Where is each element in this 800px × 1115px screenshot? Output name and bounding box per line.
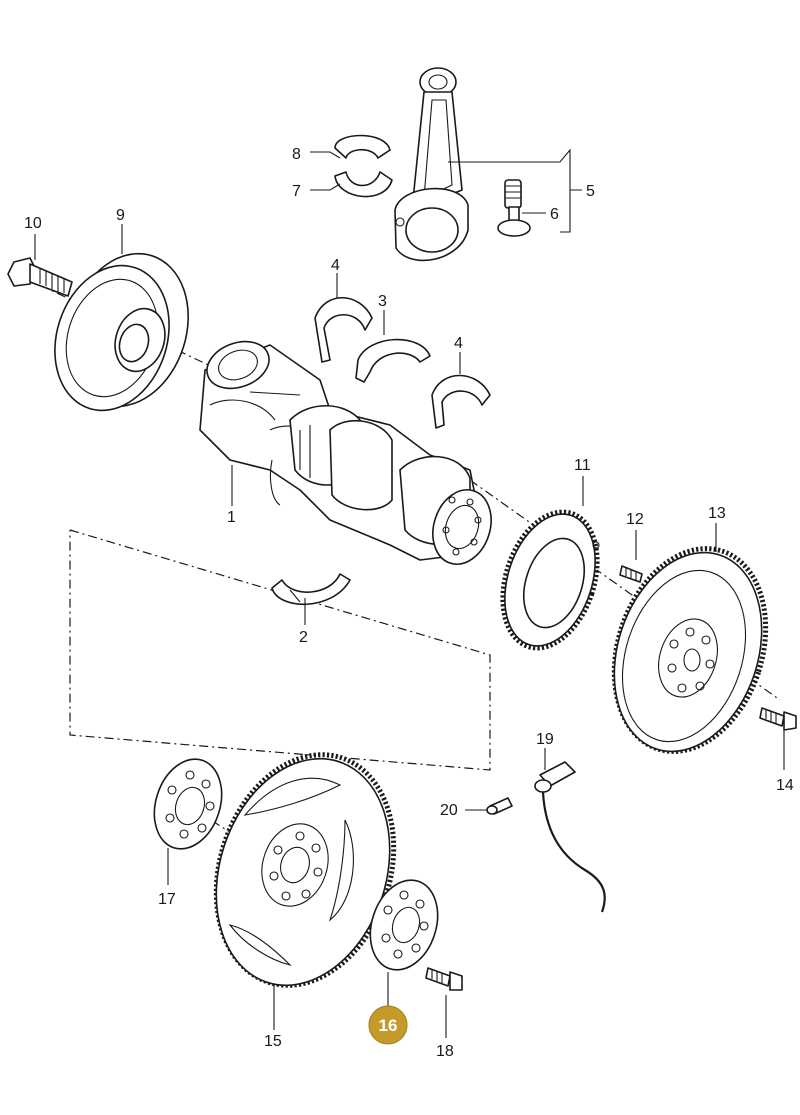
callout-9: 9 bbox=[116, 207, 125, 224]
callout-4a: 4 bbox=[331, 257, 340, 274]
callout-10: 10 bbox=[24, 215, 42, 232]
sensor-bolt[interactable] bbox=[486, 797, 513, 815]
callout-3: 3 bbox=[378, 293, 387, 310]
callout-14: 14 bbox=[776, 777, 794, 794]
highlighted-callout-16[interactable]: 16 bbox=[368, 1005, 408, 1045]
callout-11: 11 bbox=[574, 457, 591, 474]
speed-sensor[interactable] bbox=[534, 761, 606, 913]
drive-plate-bolt[interactable] bbox=[425, 967, 463, 991]
conrod-bearing-lower[interactable] bbox=[334, 171, 393, 198]
callout-8: 8 bbox=[292, 146, 301, 163]
main-bearing-upper[interactable] bbox=[355, 338, 431, 383]
main-bearing-lower[interactable] bbox=[271, 573, 351, 606]
thrust-bearing-upper[interactable] bbox=[314, 296, 373, 363]
drive-plate[interactable] bbox=[188, 732, 423, 1009]
flywheel[interactable] bbox=[589, 529, 790, 771]
vibration-damper-pulley[interactable] bbox=[37, 238, 207, 425]
spacer-plate-front[interactable] bbox=[143, 750, 232, 857]
callout-17: 17 bbox=[158, 891, 176, 908]
callout-19: 19 bbox=[536, 731, 554, 748]
callout-16: 16 bbox=[379, 1016, 398, 1035]
sensor-ring-bolt[interactable] bbox=[619, 565, 643, 583]
callout-7: 7 bbox=[292, 183, 301, 200]
flywheel-bolt[interactable] bbox=[759, 707, 797, 731]
thrust-bearing-lower[interactable] bbox=[431, 374, 491, 429]
crankshaft[interactable] bbox=[199, 333, 500, 571]
callout-labels: 1 2 3 4 4 5 6 7 8 9 10 11 12 13 14 15 17… bbox=[24, 146, 794, 1060]
callout-20: 20 bbox=[440, 802, 458, 819]
callout-12: 12 bbox=[626, 511, 644, 528]
callout-13: 13 bbox=[708, 505, 726, 522]
callout-15: 15 bbox=[264, 1033, 282, 1050]
callout-2: 2 bbox=[299, 629, 308, 646]
callout-5: 5 bbox=[586, 183, 595, 200]
centerlines bbox=[39, 284, 781, 956]
conrod-bolt[interactable] bbox=[497, 179, 531, 237]
sensor-ring[interactable] bbox=[487, 500, 614, 660]
callout-6: 6 bbox=[550, 206, 559, 223]
conrod-bearing-upper[interactable] bbox=[334, 134, 391, 159]
assembly-frame bbox=[69, 529, 491, 771]
pulley-bolt[interactable] bbox=[7, 257, 73, 297]
callout-4b: 4 bbox=[454, 335, 463, 352]
spacer-plate-rear[interactable] bbox=[359, 871, 448, 978]
leader-lines bbox=[34, 148, 785, 1038]
highlight-badge bbox=[368, 1005, 408, 1045]
callout-18: 18 bbox=[436, 1043, 454, 1060]
connecting-rod[interactable] bbox=[394, 67, 469, 262]
callout-1: 1 bbox=[227, 509, 236, 526]
